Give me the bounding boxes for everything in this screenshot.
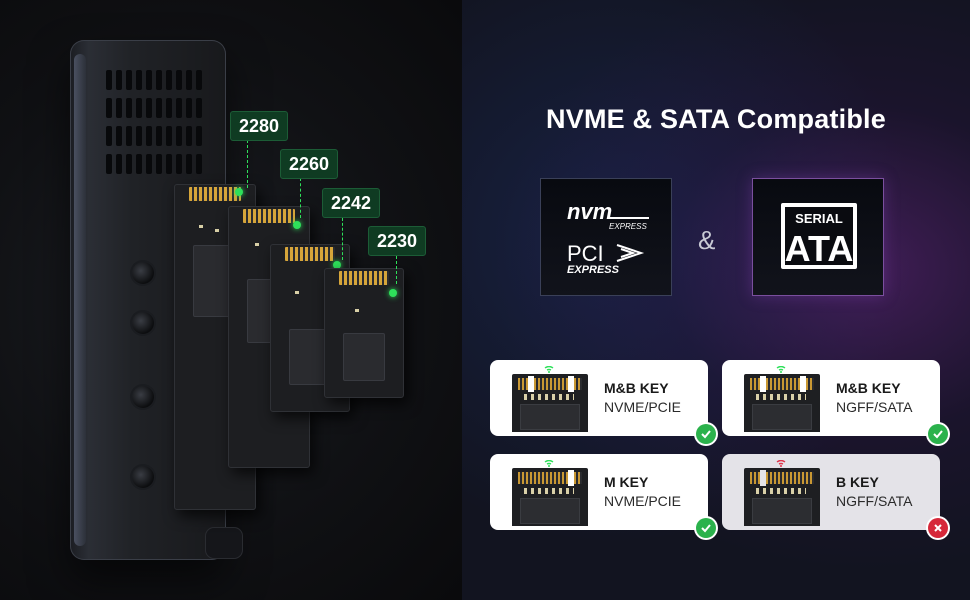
ssd-thumbnail — [744, 468, 820, 526]
vent-slot — [186, 154, 192, 174]
ssd-thumbnail — [744, 374, 820, 432]
screw-icon — [132, 466, 154, 488]
vent-slot — [166, 98, 172, 118]
nvme-pcie-logo-art: nvm EXPRESS PCI EXPRESS — [567, 199, 649, 276]
vent-slot — [116, 154, 122, 174]
vent-slot — [156, 154, 162, 174]
size-badge-2242: 2242 — [322, 188, 381, 218]
ssd-2230 — [324, 268, 404, 398]
nvme-pcie-logo: nvm EXPRESS PCI EXPRESS — [540, 178, 672, 296]
screw-icon — [132, 386, 154, 408]
key-subtitle: NVME/PCIE — [604, 493, 682, 509]
vent-slot — [126, 70, 132, 90]
key-title: M&B KEY — [604, 380, 669, 396]
vent-slot — [136, 70, 142, 90]
vent-slot — [136, 154, 142, 174]
vent-slot — [196, 98, 202, 118]
enclosure-rail — [74, 54, 86, 546]
vent-slot — [156, 126, 162, 146]
vent-slot — [166, 70, 172, 90]
key-card-mb-sata: M&B KEY NGFF/SATA — [722, 360, 948, 444]
vent-slot — [156, 98, 162, 118]
serial-logo-text: SERIAL — [795, 211, 843, 226]
check-circle-icon — [696, 424, 716, 444]
size-badge-2230: 2230 — [368, 226, 427, 256]
key-subtitle: NGFF/SATA — [836, 399, 913, 415]
key-subtitle: NGFF/SATA — [836, 493, 913, 509]
vent-slot — [106, 70, 112, 90]
wifi-led-icon — [544, 460, 554, 467]
ssd-thumbnail — [512, 374, 588, 432]
vent-slot — [106, 154, 112, 174]
key-subtitle: NVME/PCIE — [604, 399, 682, 415]
check-circle-icon — [928, 424, 948, 444]
vent-slot — [196, 154, 202, 174]
check-circle-icon — [696, 518, 716, 538]
vent-slot — [136, 98, 142, 118]
vent-slot — [106, 126, 112, 146]
ssd-thumbnail — [512, 468, 588, 526]
nvm-logo-sub: EXPRESS — [609, 222, 647, 231]
wifi-led-icon — [776, 366, 786, 373]
enclosure-vents — [106, 70, 214, 180]
vent-slot — [116, 98, 122, 118]
wifi-led-icon — [544, 366, 554, 373]
page-title: NVME & SATA Compatible — [546, 104, 886, 134]
size-badge-2260: 2260 — [280, 149, 339, 179]
vent-slot — [146, 154, 152, 174]
vent-slot — [186, 126, 192, 146]
vent-slot — [176, 154, 182, 174]
vent-slot — [166, 126, 172, 146]
vent-slot — [176, 98, 182, 118]
product-image-panel: 2280 2260 2242 2230 — [0, 0, 462, 600]
vent-slot — [196, 70, 202, 90]
size-leader-line — [396, 256, 397, 284]
pci-logo-text: PCI — [567, 241, 604, 266]
vent-slot — [116, 126, 122, 146]
vent-slot — [146, 98, 152, 118]
vent-slot — [156, 70, 162, 90]
vent-slot — [176, 70, 182, 90]
nvm-logo-text: nvm — [567, 199, 612, 224]
key-title: B KEY — [836, 474, 879, 490]
vent-slot — [146, 126, 152, 146]
vent-slot — [186, 98, 192, 118]
key-title: M KEY — [604, 474, 649, 490]
vent-slot — [126, 98, 132, 118]
key-card-m-nvme: M KEY NVME/PCIE — [490, 454, 716, 538]
vent-slot — [176, 126, 182, 146]
vent-slot — [196, 126, 202, 146]
screw-icon — [132, 312, 154, 334]
key-title: M&B KEY — [836, 380, 901, 396]
ampersand-label: & — [698, 225, 716, 255]
wifi-led-icon — [776, 460, 786, 467]
screw-icon — [132, 262, 154, 284]
vent-slot — [126, 126, 132, 146]
vent-slot — [126, 154, 132, 174]
vent-slot — [166, 154, 172, 174]
vent-slot — [116, 70, 122, 90]
pci-logo-sub: EXPRESS — [567, 264, 620, 276]
size-leader-line — [300, 178, 301, 218]
size-leader-line — [342, 218, 343, 260]
enclosure-latch — [206, 528, 242, 558]
compatibility-panel: NVME & SATA Compatible nvm EXPRESS PCI E… — [462, 0, 970, 600]
vent-slot — [136, 126, 142, 146]
key-card-mb-nvme: M&B KEY NVME/PCIE — [490, 360, 716, 444]
cross-circle-icon — [928, 518, 948, 538]
key-card-b-sata: B KEY NGFF/SATA — [722, 454, 948, 538]
vent-slot — [186, 70, 192, 90]
vent-slot — [146, 70, 152, 90]
serial-ata-logo-art: SERIAL ATA — [781, 203, 857, 269]
vent-slot — [106, 98, 112, 118]
size-leader-line — [247, 140, 248, 188]
serial-ata-logo: SERIAL ATA — [752, 178, 884, 296]
size-badge-2280: 2280 — [230, 111, 289, 141]
ata-logo-text: ATA — [785, 228, 854, 269]
